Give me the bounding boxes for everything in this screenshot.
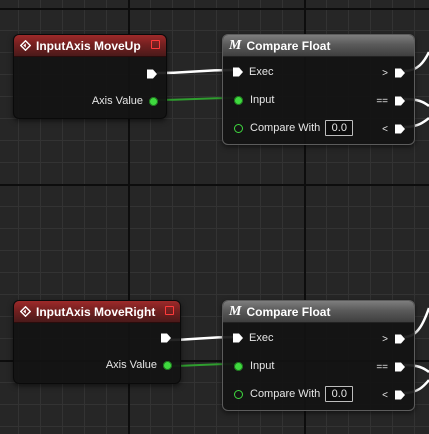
compare-with-pin-row[interactable]: Compare With 0.0 — [234, 386, 354, 402]
exec-arrow-pin[interactable] — [394, 123, 406, 135]
event-diamond-icon — [20, 306, 31, 317]
compare-with-pin-row[interactable]: Compare With 0.0 — [234, 120, 354, 136]
exec-arrow-pin[interactable] — [394, 361, 406, 373]
input-axis-moveright-node[interactable]: InputAxis MoveRight Axis Value — [13, 300, 181, 384]
float-pin-unconnected[interactable] — [234, 123, 243, 133]
compare-float-node-moveright[interactable]: M Compare Float Exec Input Compare With … — [222, 300, 415, 411]
exec-arrow-pin[interactable] — [232, 66, 244, 78]
node-header[interactable]: M Compare Float — [223, 35, 414, 57]
exec-arrow-pin[interactable] — [160, 332, 172, 344]
float-pin[interactable] — [234, 361, 243, 371]
exec-arrow-pin[interactable] — [394, 389, 406, 401]
compare-float-node-moveup[interactable]: M Compare Float Exec Input Compare With … — [222, 34, 415, 145]
greater-label: > — [382, 333, 388, 345]
node-body: Axis Value — [14, 57, 166, 118]
exec-label: Exec — [249, 66, 274, 78]
axis-value-pin-row[interactable]: Axis Value — [92, 93, 158, 109]
float-pin[interactable] — [234, 95, 243, 105]
exec-arrow-pin[interactable] — [394, 67, 406, 79]
node-body: Axis Value — [14, 323, 180, 383]
exec-label: Exec — [249, 332, 274, 344]
less-label: < — [382, 389, 388, 401]
input-pin-row[interactable]: Input — [234, 358, 274, 374]
node-header[interactable]: InputAxis MoveRight — [14, 301, 180, 323]
output-greater-pin-row[interactable]: > — [382, 65, 406, 81]
equal-label: == — [376, 95, 388, 107]
node-title: Compare Float — [246, 38, 331, 53]
input-label: Input — [250, 360, 275, 372]
output-less-pin-row[interactable]: < — [382, 387, 406, 403]
input-axis-moveup-node[interactable]: InputAxis MoveUp Axis Value — [13, 34, 167, 119]
axis-value-pin-row[interactable]: Axis Value — [106, 357, 172, 373]
output-equal-pin-row[interactable]: == — [376, 93, 406, 109]
exec-arrow-pin[interactable] — [146, 68, 158, 80]
compare-with-label: Compare With — [250, 388, 321, 400]
node-body: Exec Input Compare With 0.0 > == — [223, 57, 414, 144]
node-title: InputAxis MoveRight — [36, 304, 156, 319]
event-diamond-icon — [20, 40, 31, 51]
float-pin[interactable] — [163, 360, 172, 370]
greater-label: > — [382, 67, 388, 79]
equal-label: == — [376, 361, 388, 373]
float-pin[interactable] — [149, 96, 158, 106]
exec-input-pin-row[interactable]: Exec — [232, 330, 273, 346]
node-header[interactable]: M Compare Float — [223, 301, 414, 323]
input-label: Input — [250, 94, 275, 106]
node-title: Compare Float — [246, 304, 331, 319]
node-header[interactable]: InputAxis MoveUp — [14, 35, 166, 57]
output-equal-pin-row[interactable]: == — [376, 359, 406, 375]
compare-with-label: Compare With — [250, 122, 321, 134]
input-pin-row[interactable]: Input — [234, 92, 274, 108]
node-body: Exec Input Compare With 0.0 > == — [223, 323, 414, 410]
exec-arrow-pin[interactable] — [394, 333, 406, 345]
macro-m-icon: M — [229, 303, 242, 319]
macro-m-icon: M — [229, 37, 242, 53]
exec-output-pin-row[interactable] — [146, 66, 158, 82]
exec-output-pin-row[interactable] — [160, 330, 172, 346]
compare-with-value-field[interactable]: 0.0 — [325, 120, 354, 136]
exec-input-pin-row[interactable]: Exec — [232, 64, 273, 80]
exec-arrow-pin[interactable] — [232, 332, 244, 344]
delegate-square-pin[interactable] — [165, 306, 174, 315]
axis-value-label: Axis Value — [91, 95, 143, 107]
less-label: < — [382, 123, 388, 135]
output-greater-pin-row[interactable]: > — [382, 331, 406, 347]
compare-with-value-field[interactable]: 0.0 — [325, 386, 354, 402]
axis-value-label: Axis Value — [105, 359, 157, 371]
delegate-square-pin[interactable] — [151, 40, 160, 49]
exec-arrow-pin[interactable] — [394, 95, 406, 107]
node-title: InputAxis MoveUp — [36, 38, 141, 53]
float-pin-unconnected[interactable] — [234, 389, 243, 399]
output-less-pin-row[interactable]: < — [382, 121, 406, 137]
